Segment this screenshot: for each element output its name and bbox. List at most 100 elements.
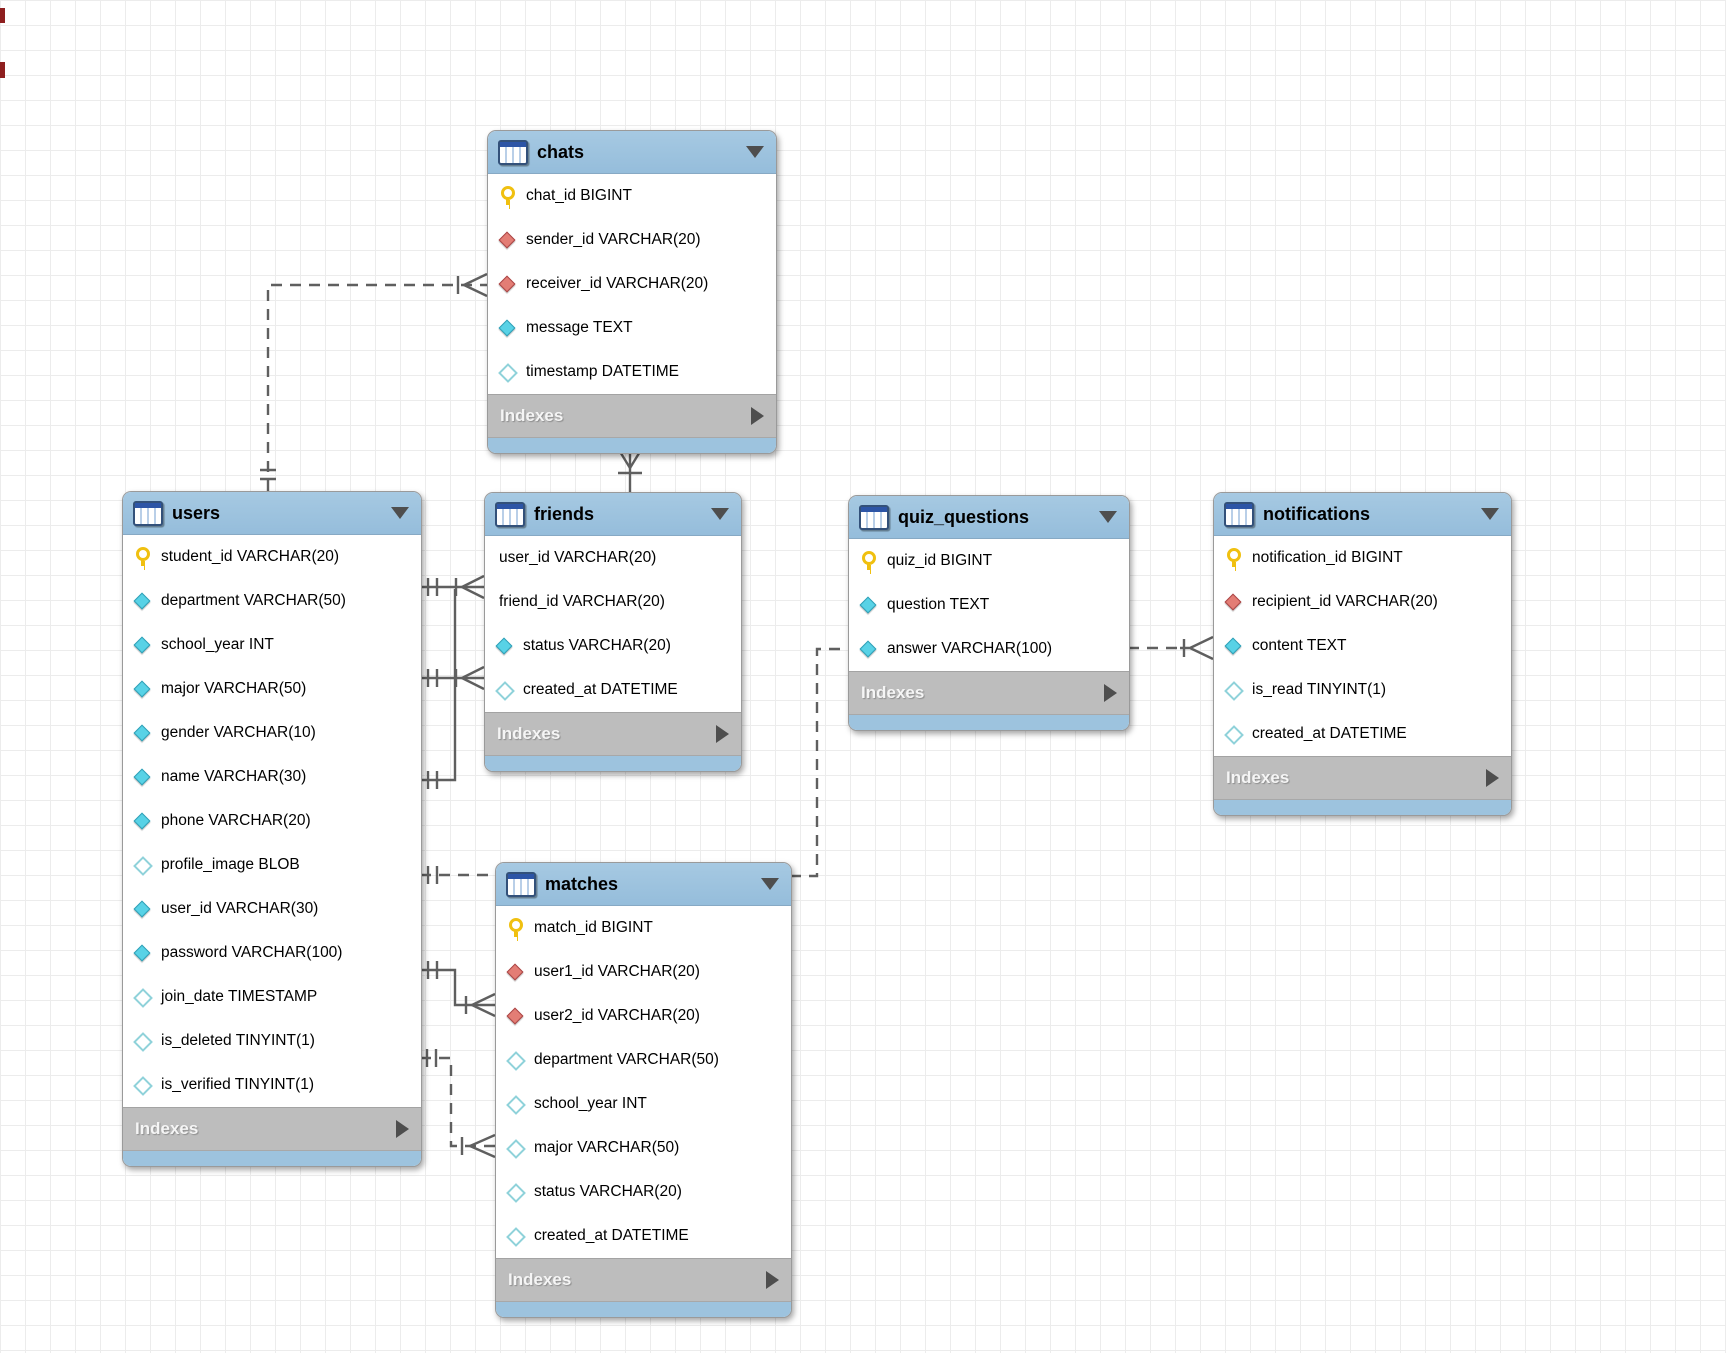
column-nullable-icon: [495, 680, 515, 700]
column-row[interactable]: sender_id VARCHAR(20): [488, 218, 776, 262]
collapse-triangle-icon[interactable]: [711, 508, 729, 520]
relationship-users-channel[interactable]: [420, 589, 457, 789]
column-row[interactable]: status VARCHAR(20): [496, 1170, 791, 1214]
column-nullable-icon: [506, 1050, 526, 1070]
expand-arrow-icon[interactable]: [766, 1271, 779, 1289]
indexes-footer[interactable]: Indexes: [496, 1258, 791, 1301]
relationship-users-matches-3[interactable]: [420, 1049, 496, 1159]
column-row[interactable]: created_at DATETIME: [1214, 712, 1511, 756]
expand-arrow-icon[interactable]: [396, 1120, 409, 1138]
column-row[interactable]: created_at DATETIME: [485, 668, 741, 712]
indexes-footer[interactable]: Indexes: [488, 394, 776, 437]
relationship-users-chats[interactable]: [260, 272, 488, 491]
table-notifications: notifications notification_id BIGINT rec…: [1213, 492, 1512, 816]
collapse-triangle-icon[interactable]: [746, 146, 764, 158]
column-row[interactable]: join_date TIMESTAMP: [123, 975, 421, 1019]
relationship-users-friends-1[interactable]: [420, 574, 485, 600]
table-bottom-strip: [485, 755, 741, 771]
table-chats: chats chat_id BIGINT sender_id VARCHAR(2…: [487, 130, 777, 454]
column-row[interactable]: major VARCHAR(50): [496, 1126, 791, 1170]
column-row[interactable]: notification_id BIGINT: [1214, 536, 1511, 580]
column-row[interactable]: is_deleted TINYINT(1): [123, 1019, 421, 1063]
column-row[interactable]: user1_id VARCHAR(20): [496, 950, 791, 994]
column-row[interactable]: password VARCHAR(100): [123, 931, 421, 975]
indexes-footer[interactable]: Indexes: [849, 671, 1129, 714]
column-row[interactable]: student_id VARCHAR(20): [123, 535, 421, 579]
column-nullable-icon: [498, 362, 518, 382]
column-row[interactable]: major VARCHAR(50): [123, 667, 421, 711]
table-icon: [498, 139, 528, 165]
column-notnull-icon: [133, 767, 153, 787]
column-nullable-icon: [133, 1031, 153, 1051]
relationship-matches-quiz[interactable]: [790, 647, 848, 878]
table-icon: [859, 504, 889, 530]
relationship-users-friends-2[interactable]: [420, 665, 485, 691]
column-row[interactable]: school_year INT: [123, 623, 421, 667]
table-matches: matches match_id BIGINT user1_id VARCHAR…: [495, 862, 792, 1318]
column-row[interactable]: timestamp DATETIME: [488, 350, 776, 394]
column-row[interactable]: recipient_id VARCHAR(20): [1214, 580, 1511, 624]
expand-arrow-icon[interactable]: [1104, 684, 1117, 702]
relationship-users-matches-1[interactable]: [420, 866, 495, 884]
collapse-triangle-icon[interactable]: [1481, 508, 1499, 520]
primary-key-icon: [859, 551, 879, 571]
column-notnull-icon: [133, 679, 153, 699]
table-bottom-strip: [849, 714, 1129, 730]
table-title: quiz_questions: [898, 506, 1030, 527]
column-row[interactable]: question TEXT: [849, 583, 1129, 627]
relationship-quiz-notifications[interactable]: [1128, 635, 1214, 661]
indexes-footer[interactable]: Indexes: [1214, 756, 1511, 799]
column-row[interactable]: user2_id VARCHAR(20): [496, 994, 791, 1038]
column-row[interactable]: profile_image BLOB: [123, 843, 421, 887]
table-header[interactable]: notifications: [1214, 493, 1511, 536]
column-row[interactable]: gender VARCHAR(10): [123, 711, 421, 755]
column-row[interactable]: created_at DATETIME: [496, 1214, 791, 1258]
column-nullable-icon: [1224, 724, 1244, 744]
column-row[interactable]: department VARCHAR(50): [496, 1038, 791, 1082]
collapse-triangle-icon[interactable]: [391, 507, 409, 519]
column-row[interactable]: content TEXT: [1214, 624, 1511, 668]
column-row[interactable]: is_verified TINYINT(1): [123, 1063, 421, 1107]
table-title: friends: [534, 503, 595, 524]
column-notnull-icon: [859, 595, 879, 615]
collapse-triangle-icon[interactable]: [1099, 511, 1117, 523]
relationship-users-matches-2[interactable]: [420, 961, 496, 1018]
column-nullable-icon: [506, 1138, 526, 1158]
foreign-key-icon: [498, 230, 518, 250]
column-row[interactable]: name VARCHAR(30): [123, 755, 421, 799]
expand-arrow-icon[interactable]: [751, 407, 764, 425]
expand-arrow-icon[interactable]: [716, 725, 729, 743]
column-row[interactable]: status VARCHAR(20): [485, 624, 741, 668]
column-row[interactable]: quiz_id BIGINT: [849, 539, 1129, 583]
column-row[interactable]: is_read TINYINT(1): [1214, 668, 1511, 712]
column-row[interactable]: friend_id VARCHAR(20): [485, 580, 741, 624]
column-row[interactable]: phone VARCHAR(20): [123, 799, 421, 843]
table-header[interactable]: users: [123, 492, 421, 535]
column-row[interactable]: message TEXT: [488, 306, 776, 350]
table-header[interactable]: matches: [496, 863, 791, 906]
column-notnull-icon: [859, 639, 879, 659]
column-nullable-icon: [506, 1226, 526, 1246]
table-icon: [495, 501, 525, 527]
column-row[interactable]: receiver_id VARCHAR(20): [488, 262, 776, 306]
column-row[interactable]: school_year INT: [496, 1082, 791, 1126]
column-row[interactable]: department VARCHAR(50): [123, 579, 421, 623]
column-row[interactable]: match_id BIGINT: [496, 906, 791, 950]
column-nullable-icon: [133, 987, 153, 1007]
column-row[interactable]: chat_id BIGINT: [488, 174, 776, 218]
table-header[interactable]: chats: [488, 131, 776, 174]
column-notnull-icon: [498, 318, 518, 338]
column-row[interactable]: user_id VARCHAR(20): [485, 536, 741, 580]
column-nullable-icon: [1224, 680, 1244, 700]
table-header[interactable]: friends: [485, 493, 741, 536]
indexes-footer[interactable]: Indexes: [485, 712, 741, 755]
relationship-chats-friends[interactable]: [617, 449, 643, 492]
column-row[interactable]: user_id VARCHAR(30): [123, 887, 421, 931]
collapse-triangle-icon[interactable]: [761, 878, 779, 890]
table-title: matches: [545, 873, 619, 894]
column-row[interactable]: answer VARCHAR(100): [849, 627, 1129, 671]
indexes-footer[interactable]: Indexes: [123, 1107, 421, 1150]
expand-arrow-icon[interactable]: [1486, 769, 1499, 787]
table-header[interactable]: quiz_questions: [849, 496, 1129, 539]
